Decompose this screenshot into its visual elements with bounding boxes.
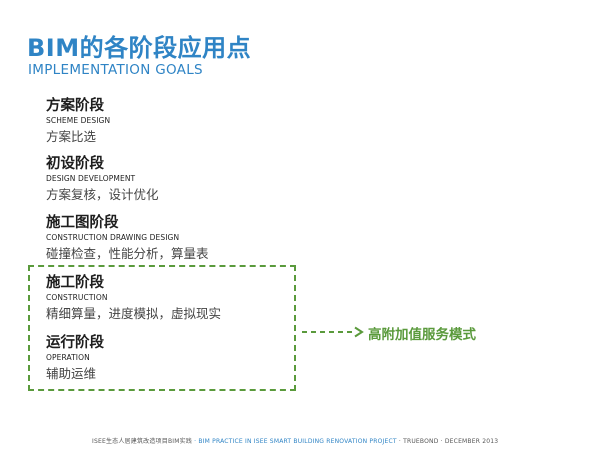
stage-description: 方案复核，设计优化 [46, 187, 159, 202]
page-subtitle: IMPLEMENTATION GOALS [28, 62, 203, 78]
stage-title: 初设阶段 [46, 156, 104, 172]
stage-english-label: OPERATION [46, 353, 90, 362]
stage-english-label: CONSTRUCTION [46, 293, 108, 302]
stage-english-label: SCHEME DESIGN [46, 116, 111, 125]
stage-construction-drawing: 施工图阶段 CONSTRUCTION DRAWING DESIGN 碰撞检查，性… [46, 214, 209, 262]
dashed-arrow-icon [302, 326, 364, 338]
stage-english-label: DESIGN DEVELOPMENT [46, 174, 136, 183]
footer-left-text: ISEE生态人居建筑改造项目BIM实践 [92, 438, 193, 445]
stage-title: 方案阶段 [46, 98, 104, 114]
stage-description: 精细算量，进度模拟，虚拟现实 [46, 306, 222, 321]
stage-title: 施工阶段 [46, 275, 104, 291]
stage-description: 辅助运维 [46, 366, 97, 381]
stage-operation: 运行阶段 OPERATION 辅助运维 [46, 334, 104, 382]
page-title: BIM的各阶段应用点 [27, 34, 252, 62]
highlight-dashed-box [28, 265, 296, 391]
footer-caption: ISEE生态人居建筑改造项目BIM实践 · BIM PRACTICE IN IS… [92, 436, 498, 445]
stage-scheme-design: 方案阶段 SCHEME DESIGN 方案比选 [46, 97, 110, 145]
stage-description: 碰撞检查，性能分析，算量表 [46, 246, 209, 261]
stage-english-label: CONSTRUCTION DRAWING DESIGN [46, 233, 180, 242]
callout-text: 高附加值服务模式 [368, 327, 476, 343]
footer-middle-text: · BIM PRACTICE IN ISEE SMART BUILDING RE… [192, 438, 397, 445]
footer-right-text: · TRUEBOND · DECEMBER 2013 [396, 438, 499, 445]
stage-construction: 施工阶段 CONSTRUCTION 精细算量，进度模拟，虚拟现实 [46, 274, 221, 322]
stage-title: 运行阶段 [46, 335, 104, 351]
stage-title: 施工图阶段 [46, 215, 119, 231]
stage-description: 方案比选 [46, 129, 97, 144]
stage-design-development: 初设阶段 DESIGN DEVELOPMENT 方案复核，设计优化 [46, 155, 159, 203]
